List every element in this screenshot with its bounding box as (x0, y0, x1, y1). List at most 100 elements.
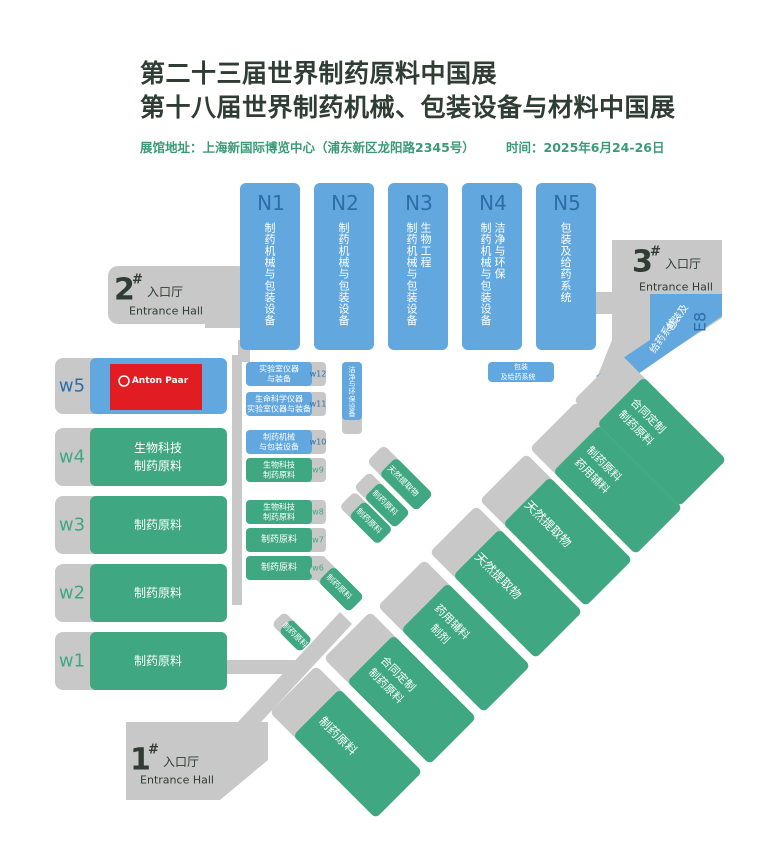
svg-text:药: 药 (481, 233, 492, 246)
svg-text:物: 物 (421, 232, 432, 246)
svg-text:生物科技: 生物科技 (263, 460, 295, 470)
svg-text:装: 装 (265, 291, 276, 304)
svg-text:药: 药 (265, 233, 276, 246)
svg-text:保: 保 (349, 394, 356, 403)
svg-text:环: 环 (495, 256, 506, 269)
north-hall-n2 (314, 183, 374, 350)
svg-text:装: 装 (481, 291, 492, 304)
diag-hall-9 (309, 557, 363, 611)
svg-text:净: 净 (349, 372, 356, 381)
svg-text:设: 设 (407, 302, 418, 315)
svg-text:净: 净 (495, 232, 506, 246)
west-hall-w1-fill (90, 632, 227, 690)
hall-mb-fill (342, 362, 362, 420)
svg-text:与装备: 与装备 (267, 374, 291, 384)
small-hall-6-id: w6 (312, 564, 324, 573)
north-hall-n3-id: N3 (405, 191, 433, 215)
small-hall-7-fill (246, 528, 312, 552)
svg-text:机: 机 (265, 244, 276, 258)
svg-text:系: 系 (561, 279, 572, 292)
svg-text:械: 械 (265, 255, 276, 269)
west-hall-w4-fill (90, 428, 227, 486)
north-hall-n5 (536, 183, 596, 350)
north-hall-n3-text2: 生 (421, 221, 432, 235)
north-hall-n2-text: 制 (339, 222, 350, 235)
svg-text:与: 与 (339, 268, 350, 281)
svg-text:备: 备 (339, 313, 350, 327)
svg-text:备: 备 (481, 313, 492, 327)
small-hall-10-id: w10 (310, 438, 327, 447)
north-hall-n1-text: 制 (265, 222, 276, 235)
east-hall-e4 (431, 507, 581, 657)
svg-text:机: 机 (481, 244, 492, 258)
north-hall-n1 (240, 183, 300, 350)
north-hall-n5-id: N5 (553, 191, 581, 215)
svg-text:生命科学仪器: 生命科学仪器 (255, 394, 303, 404)
west-hall-w2-id: w2 (59, 583, 85, 604)
svg-text:械: 械 (339, 255, 350, 269)
north-hall-n2-id: N2 (331, 191, 359, 215)
svg-text:包: 包 (481, 279, 492, 292)
svg-text:制药原料: 制药原料 (261, 561, 297, 573)
svg-text:设: 设 (265, 302, 276, 315)
west-hall-w3-id: w3 (59, 515, 85, 536)
small-hall-11-fill (246, 392, 312, 416)
connector (232, 355, 242, 605)
west-hall-w1-id: w1 (59, 651, 85, 672)
svg-text:实验室仪器: 实验室仪器 (259, 364, 299, 374)
entrance-hall-2 (108, 266, 248, 324)
svg-text:械: 械 (481, 255, 492, 269)
west-hall-w5-id: w5 (59, 376, 85, 397)
east-hall-e6 (531, 403, 681, 553)
svg-text:生物科技: 生物科技 (134, 441, 182, 455)
svg-text:设: 设 (349, 402, 356, 411)
diag-hall-11 (355, 473, 409, 527)
svg-text:制药机械: 制药机械 (263, 432, 295, 442)
small-hall-6-fill (246, 556, 312, 580)
small-hall-7-id: w7 (312, 536, 324, 545)
diag-hall-10 (341, 493, 391, 543)
svg-text:机: 机 (339, 244, 350, 258)
svg-text:环: 环 (349, 388, 356, 396)
svg-text:与: 与 (349, 381, 356, 389)
svg-text:工: 工 (421, 245, 432, 258)
small-hall-9-fill (246, 458, 312, 482)
west-hall-w4-id: w4 (59, 447, 85, 468)
small-hall-12-fill (246, 362, 312, 386)
svg-text:与: 与 (495, 245, 506, 258)
svg-text:生物科技: 生物科技 (263, 502, 295, 512)
svg-text:设: 设 (339, 302, 350, 315)
svg-text:及: 及 (561, 245, 572, 258)
svg-text:包: 包 (265, 279, 276, 292)
north-hall-n4-id: N4 (479, 191, 507, 215)
svg-text:备: 备 (265, 313, 276, 327)
small-hall-12-id: w12 (310, 370, 327, 379)
svg-text:装: 装 (407, 291, 418, 304)
entrance-1-number: 1 (130, 743, 151, 778)
svg-text:药: 药 (561, 268, 572, 281)
svg-text:制药原料: 制药原料 (134, 654, 182, 668)
entrance-3-sup: # (650, 245, 661, 260)
diag-hall-12 (368, 446, 432, 510)
west-hall-w2-fill (90, 564, 227, 622)
svg-text:统: 统 (561, 291, 572, 304)
halls (55, 183, 725, 817)
north-hall-n4 (462, 183, 522, 350)
east-hall-e8-id: E8 (691, 312, 710, 332)
svg-text:与包装设备: 与包装设备 (259, 442, 299, 452)
east-hall-e3 (379, 561, 529, 711)
small-hall-8-id: w8 (312, 508, 324, 517)
entrance-hall-1 (126, 722, 268, 800)
north-hall-n1-id: N1 (257, 191, 285, 215)
exhibition-time: 时间：2025年6月24-26日 (506, 140, 665, 155)
svg-text:程: 程 (421, 256, 432, 269)
svg-text:制药原料: 制药原料 (134, 586, 182, 600)
svg-text:制药原料: 制药原料 (261, 533, 297, 545)
svg-text:包: 包 (339, 279, 350, 292)
svg-text:及给药系统: 及给药系统 (501, 372, 536, 381)
north-hall-n4-text2: 洁 (495, 222, 506, 235)
svg-text:制药原料: 制药原料 (263, 512, 295, 522)
svg-text:与: 与 (481, 268, 492, 281)
title-line-1: 第二十三届世界制药原料中国展 (140, 59, 498, 88)
